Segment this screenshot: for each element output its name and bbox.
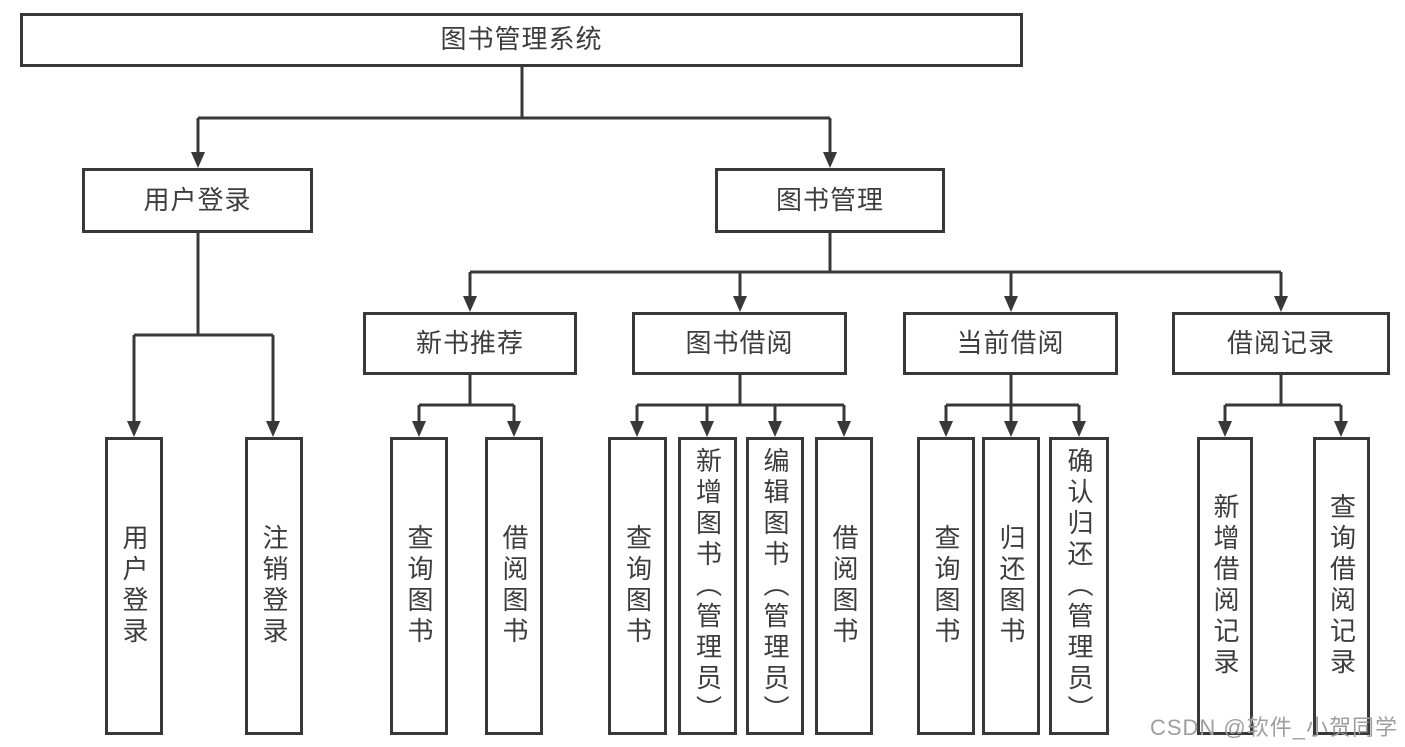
node-current-borrowing: 当前借阅 xyxy=(903,312,1118,375)
leaf-user-login: 用户登录 xyxy=(105,437,163,735)
leaf-return-books: 归还图书 xyxy=(982,437,1040,735)
leaf-edit-book-admin: 编辑图书（管理员） xyxy=(746,437,804,735)
leaf-query-books-borrow: 查询图书 xyxy=(608,437,667,735)
csdn-watermark: CSDN @软件_小贺同学 xyxy=(1149,715,1398,740)
leaf-borrow-books: 借阅图书 xyxy=(815,437,873,735)
leaf-logout: 注销登录 xyxy=(245,437,303,735)
leaf-query-borrow-record: 查询借阅记录 xyxy=(1313,437,1370,735)
node-book-borrowing: 图书借阅 xyxy=(632,312,847,375)
leaf-confirm-return-admin: 确认归还（管理员） xyxy=(1049,437,1109,735)
leaf-add-book-admin: 新增图书（管理员） xyxy=(678,437,737,735)
leaf-query-books-recommend: 查询图书 xyxy=(390,437,448,735)
node-user-login: 用户登录 xyxy=(82,168,313,233)
leaf-add-borrow-record: 新增借阅记录 xyxy=(1197,437,1253,735)
leaf-borrow-books-recommend: 借阅图书 xyxy=(485,437,543,735)
node-borrowing-records: 借阅记录 xyxy=(1172,312,1390,375)
node-new-book-recommendation: 新书推荐 xyxy=(363,312,577,375)
node-library-management-system: 图书管理系统 xyxy=(20,13,1023,67)
node-book-management: 图书管理 xyxy=(715,168,945,233)
leaf-query-books-current: 查询图书 xyxy=(917,437,975,735)
